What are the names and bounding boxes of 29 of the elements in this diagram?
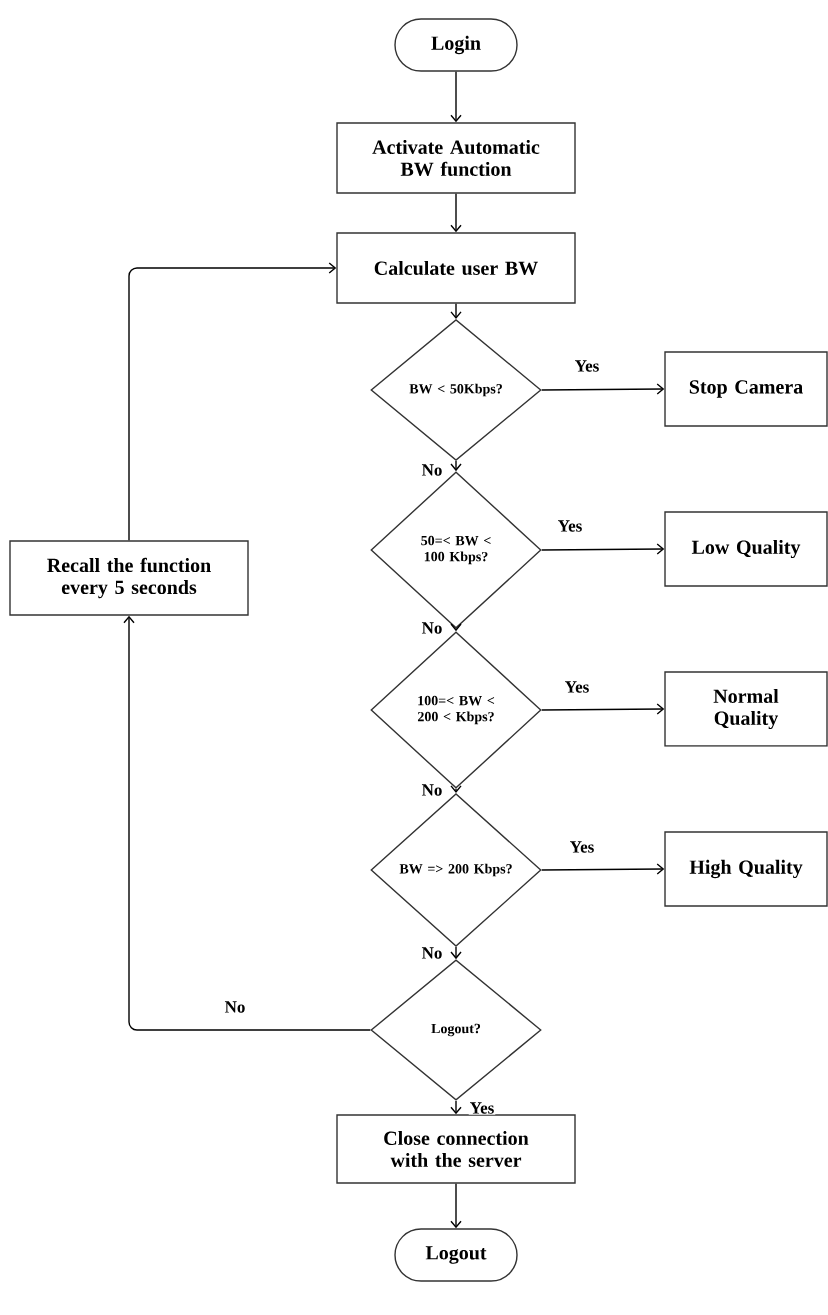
process-box: High Quality — [664, 831, 828, 907]
process-box: Close connection with the server — [336, 1114, 576, 1184]
arrow — [541, 703, 665, 715]
edge-label: Yes — [556, 519, 584, 533]
process-box: Activate Automatic BW function — [336, 122, 576, 194]
arrow — [450, 1100, 462, 1115]
arrow — [541, 383, 665, 395]
edge-label: Yes — [568, 840, 596, 854]
edge-label: Yes — [468, 1101, 496, 1115]
arrow — [123, 615, 371, 1031]
edge-label: No — [420, 946, 444, 960]
arrow — [450, 71, 462, 123]
process-box: Recall the function every 5 seconds — [9, 540, 249, 616]
edge-label: No — [223, 1000, 247, 1014]
arrow — [450, 1183, 462, 1229]
terminal: Logout — [394, 1228, 518, 1282]
terminal: Login — [394, 18, 518, 72]
arrow — [541, 863, 665, 875]
edge-label: Yes — [573, 359, 601, 373]
arrow — [450, 303, 462, 319]
process-box: Normal Quality — [664, 671, 828, 747]
process-box: Low Quality — [664, 511, 828, 587]
arrow — [128, 262, 337, 541]
arrow — [450, 193, 462, 233]
arrow — [541, 543, 665, 555]
process-box: Calculate user BW — [336, 232, 576, 304]
process-box: Stop Camera — [664, 351, 828, 427]
edge-label: Yes — [563, 680, 591, 694]
arrow — [450, 946, 462, 960]
